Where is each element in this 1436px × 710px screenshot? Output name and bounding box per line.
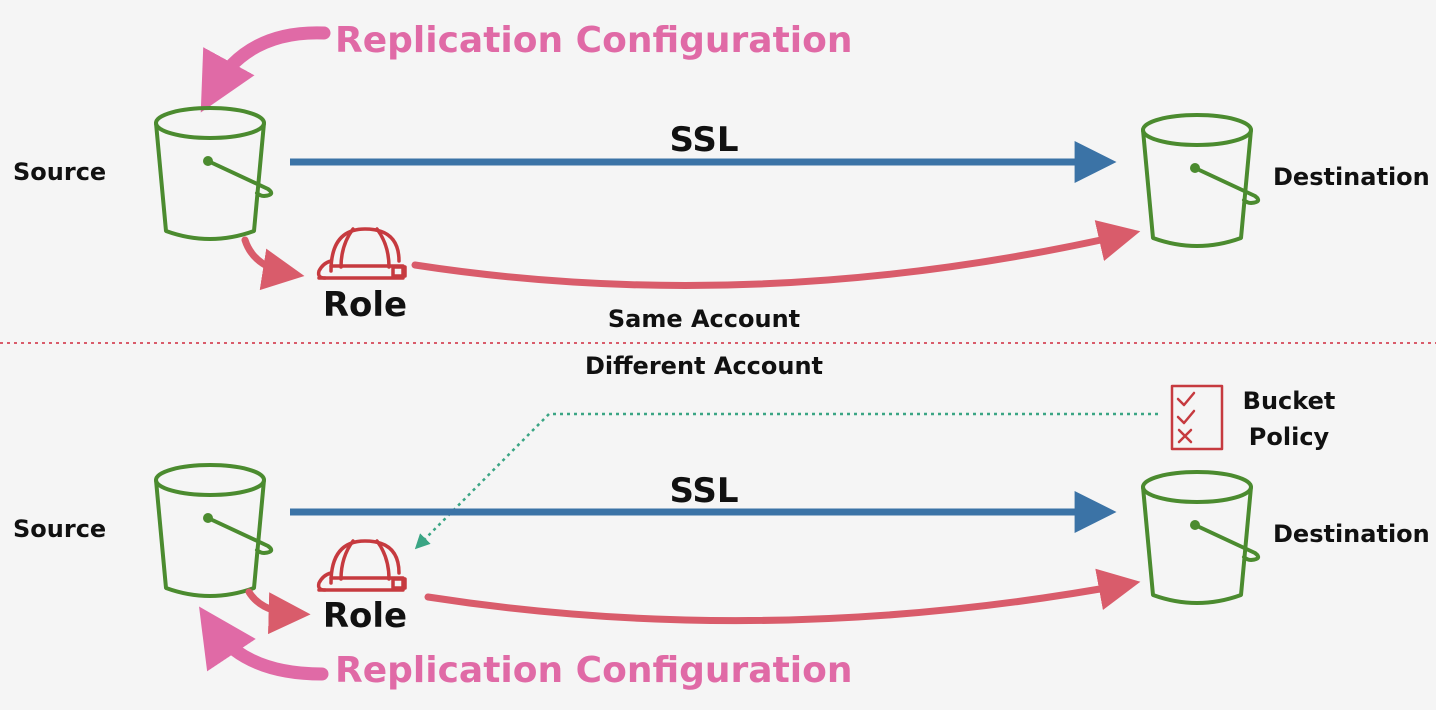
destination-label-top: Destination [1273, 163, 1430, 191]
role-replication-arrow-top [411, 220, 1141, 289]
role-label-top: Role [323, 285, 407, 325]
role-assume-arrow-top [241, 236, 305, 291]
ssl-label-top: SSL [669, 120, 738, 160]
s3-bucket-icon-source-top [154, 106, 274, 241]
hard-hat-icon-top [316, 227, 407, 280]
replication-config-arrow-top [200, 26, 331, 113]
source-label-top: Source [13, 158, 106, 186]
replication-config-label-top: Replication Configuration [335, 20, 852, 61]
source-label-bottom: Source [13, 515, 106, 543]
replication-config-arrow-bottom [199, 606, 329, 681]
bucket-policy-link [414, 412, 1158, 550]
replication-config-label-bottom: Replication Configuration [335, 650, 852, 691]
destination-label-bottom: Destination [1273, 520, 1430, 548]
bucket-policy-label-line2: Policy [1249, 423, 1330, 451]
s3-bucket-icon-destination-top [1141, 113, 1261, 248]
same-account-label: Same Account [608, 305, 800, 333]
hard-hat-icon-bottom [316, 539, 407, 592]
different-account-label: Different Account [585, 352, 823, 380]
bucket-policy-label-line1: Bucket [1243, 387, 1336, 415]
s3-bucket-icon-source-bottom [154, 463, 274, 598]
role-assume-arrow-bottom [245, 588, 311, 635]
s3-bucket-icon-destination-bottom [1141, 470, 1261, 605]
ssl-label-bottom: SSL [669, 471, 738, 511]
checklist-icon [1170, 384, 1224, 451]
role-replication-arrow-bottom [424, 568, 1141, 625]
role-label-bottom: Role [323, 596, 407, 636]
